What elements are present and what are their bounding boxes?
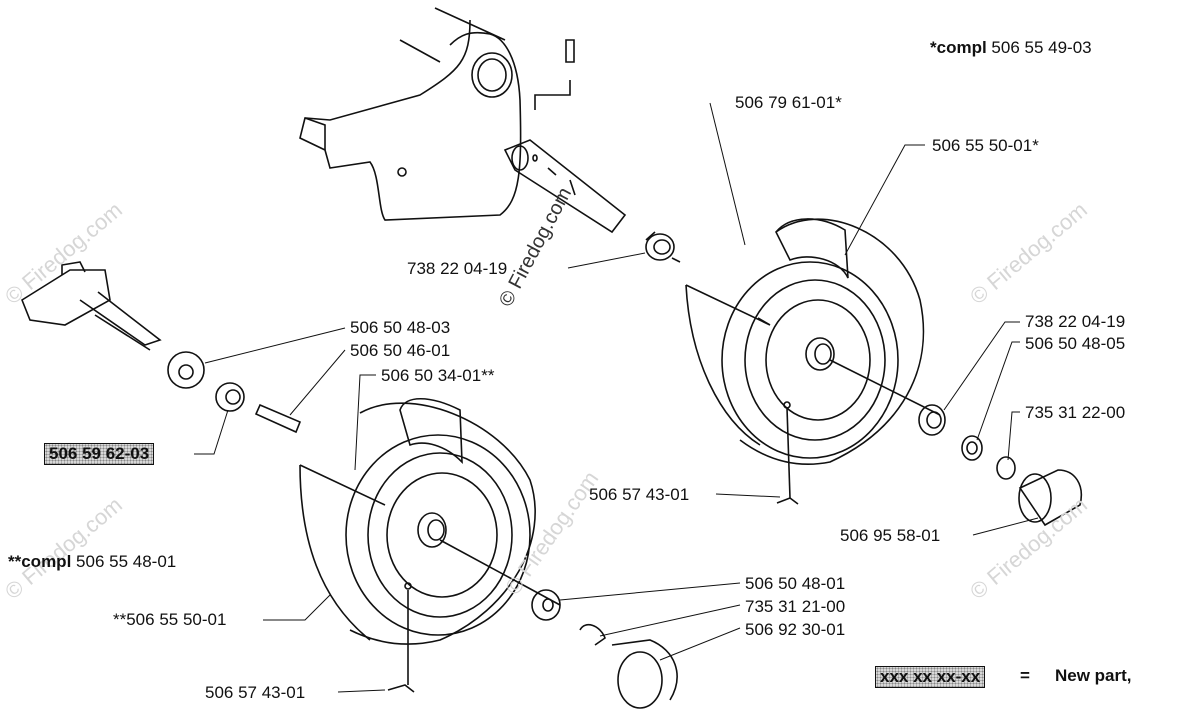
legend-sample-box: xxx xx xx-xx [875,666,986,688]
part-735312100: 735 31 21-00 [745,597,846,616]
part-506574301-upper: 506 57 43-01 [589,485,690,504]
part-738220419-right: 738 22 04-19 [1025,312,1126,331]
right-hardware [918,404,1082,527]
left-axle [21,261,302,434]
part-506504601: 506 50 46-01 [350,341,451,360]
part-506555001-star: 506 55 50-01* [932,136,1039,155]
part-506504805: 506 50 48-05 [1025,334,1126,353]
wheel-upper-right [685,218,941,505]
compl-double-label: **compl 506 55 48-01 [8,552,176,572]
part-735312200: 735 31 22-00 [1025,403,1126,422]
compl-star-value: 506 55 49-03 [991,38,1092,57]
part-506955801: 506 95 58-01 [840,526,941,545]
part-506503401: 506 50 34-01** [381,366,495,385]
part-506923001: 506 92 30-01 [745,620,846,639]
lower-hardware [531,589,678,709]
frame-bracket [299,7,627,234]
part-506596203-new: 506 59 62-03 [44,443,155,465]
legend-equals: = [1020,666,1030,685]
part-506574301-lower: 506 57 43-01 [205,683,306,702]
part-506555001-dstar: **506 55 50-01 [113,610,227,629]
compl-double-value: 506 55 48-01 [76,552,177,571]
part-738220419-top: 738 22 04-19 [407,259,508,278]
legend-new-part-text: New part, [1055,666,1132,685]
bearing-top [645,231,681,263]
part-506504801: 506 50 48-01 [745,574,846,593]
wheel-lower-left [299,398,561,693]
leader-lines [194,102,1039,693]
compl-star-label: *compl 506 55 49-03 [930,38,1092,58]
compl-star-prefix: *compl [930,38,987,57]
compl-double-prefix: **compl [8,552,72,571]
part-506796101: 506 79 61-01* [735,93,842,112]
part-506504803: 506 50 48-03 [350,318,451,337]
